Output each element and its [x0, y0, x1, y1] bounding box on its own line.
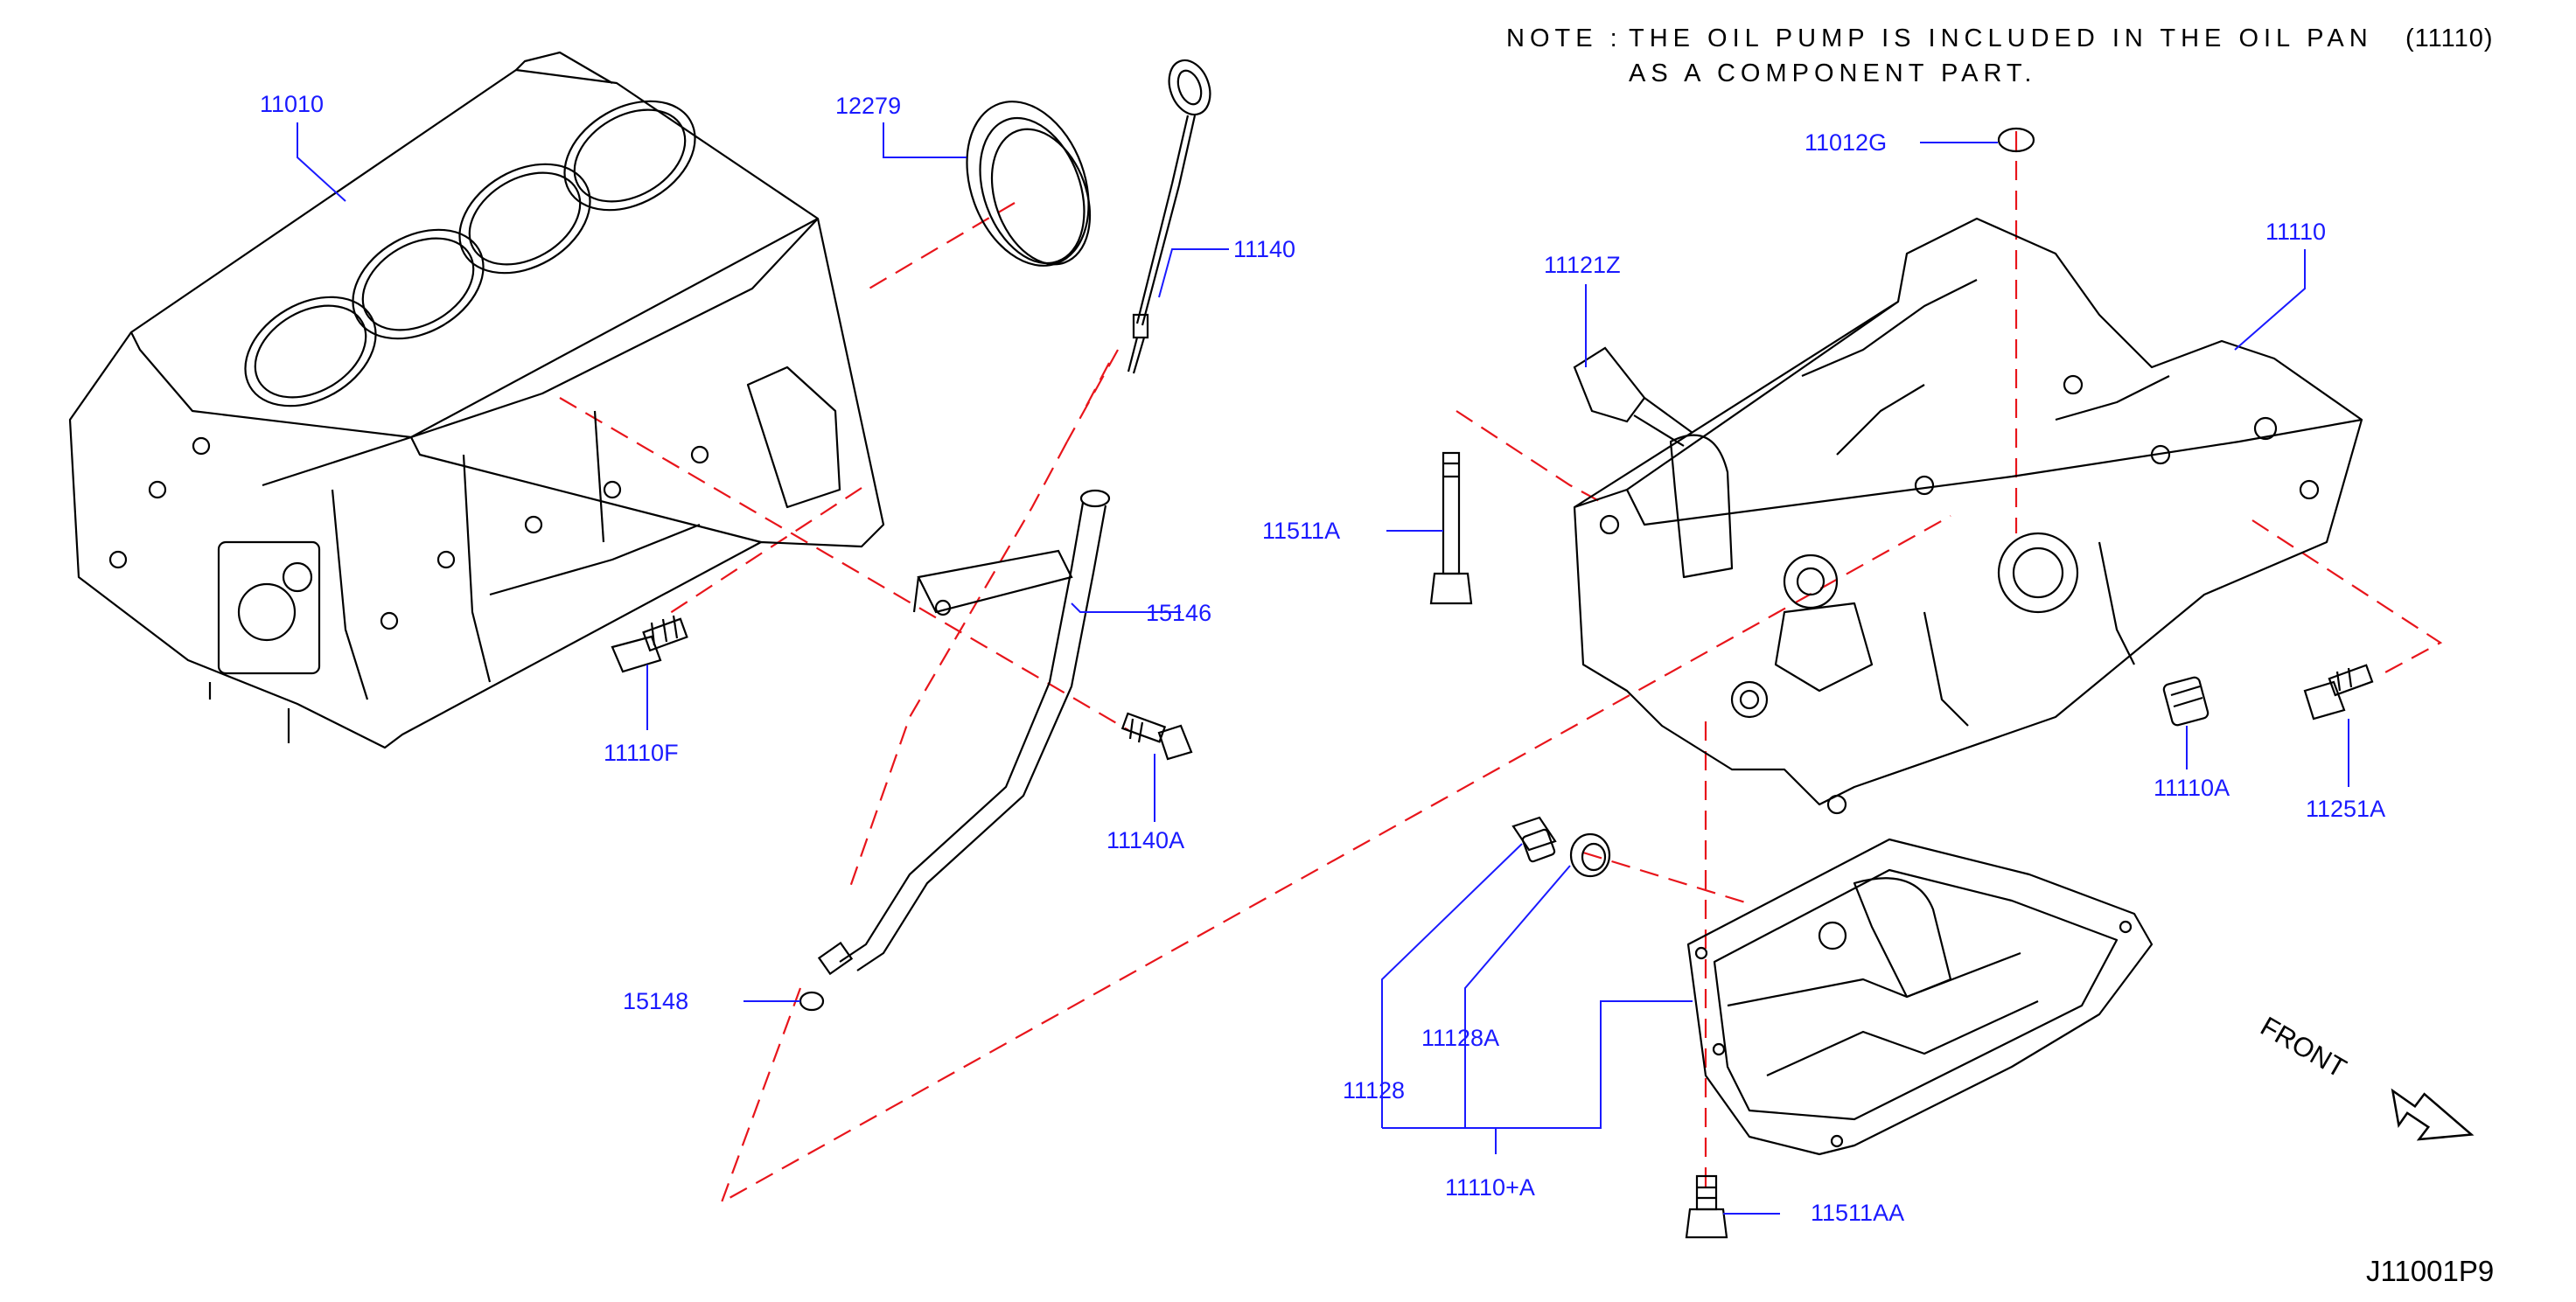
label-11140a[interactable]: 11140A [1106, 827, 1184, 853]
label-11110-plus-a[interactable]: 11110+A [1445, 1174, 1535, 1201]
alignment-lines [559, 131, 2443, 1205]
label-11010[interactable]: 11010 [260, 91, 324, 117]
front-indicator: FRONT [2256, 1011, 2475, 1141]
note-line-1: THE OIL PUMP IS INCLUDED IN THE OIL PAN [1629, 24, 2373, 52]
label-11121z[interactable]: 11121Z [1544, 252, 1621, 278]
label-11128a[interactable]: 11128A [1421, 1025, 1499, 1051]
bolt-11140a [1120, 712, 1193, 761]
label-11511aa[interactable]: 11511AA [1811, 1200, 1904, 1226]
leader-lines [297, 122, 2349, 1215]
plug-11110a [2162, 676, 2209, 727]
label-11511a[interactable]: 11511A [1262, 518, 1340, 544]
bolt-11251a [2303, 664, 2374, 721]
washer-11128a [1569, 832, 1611, 878]
label-15146[interactable]: 15146 [1146, 600, 1211, 626]
diagram-code: J11001P9 [2366, 1255, 2495, 1287]
label-11140[interactable]: 11140 [1233, 236, 1295, 262]
label-15148[interactable]: 15148 [623, 988, 688, 1014]
rear-oil-seal [966, 101, 1092, 267]
oil-level-gauge [1127, 59, 1211, 374]
front-arrow-icon [2391, 1088, 2475, 1141]
label-11110[interactable]: 11110 [2265, 219, 2326, 245]
cylinder-block [68, 51, 885, 749]
note-prefix: NOTE : [1506, 24, 1623, 52]
oil-pan-lower [1686, 838, 2154, 1156]
bolt-11110f [611, 615, 688, 673]
gauge-guide-tube [817, 489, 1111, 976]
oil-pan-upper [1573, 217, 2363, 815]
label-11110a[interactable]: 11110A [2154, 775, 2230, 801]
o-ring-15148 [799, 991, 825, 1012]
label-11251a[interactable]: 11251A [2306, 796, 2385, 822]
strainer-11121z [1573, 346, 1693, 447]
bolt-11511a [1429, 451, 1473, 605]
label-12279[interactable]: 12279 [835, 93, 901, 119]
note-reference: (11110) [2405, 24, 2494, 52]
washer-11012g [1997, 127, 2035, 153]
label-11110f[interactable]: 11110F [604, 740, 679, 766]
note-line-2: AS A COMPONENT PART. [1629, 59, 2037, 87]
label-11012g[interactable]: 11012G [1805, 129, 1887, 156]
front-label: FRONT [2256, 1011, 2352, 1084]
part-labels: 11010 12279 11140 15146 11110F 11140A 15… [260, 91, 2385, 1226]
label-11128[interactable]: 11128 [1343, 1077, 1405, 1104]
drain-plug-11128 [1511, 816, 1557, 863]
bolt-11511aa [1685, 1174, 1728, 1239]
